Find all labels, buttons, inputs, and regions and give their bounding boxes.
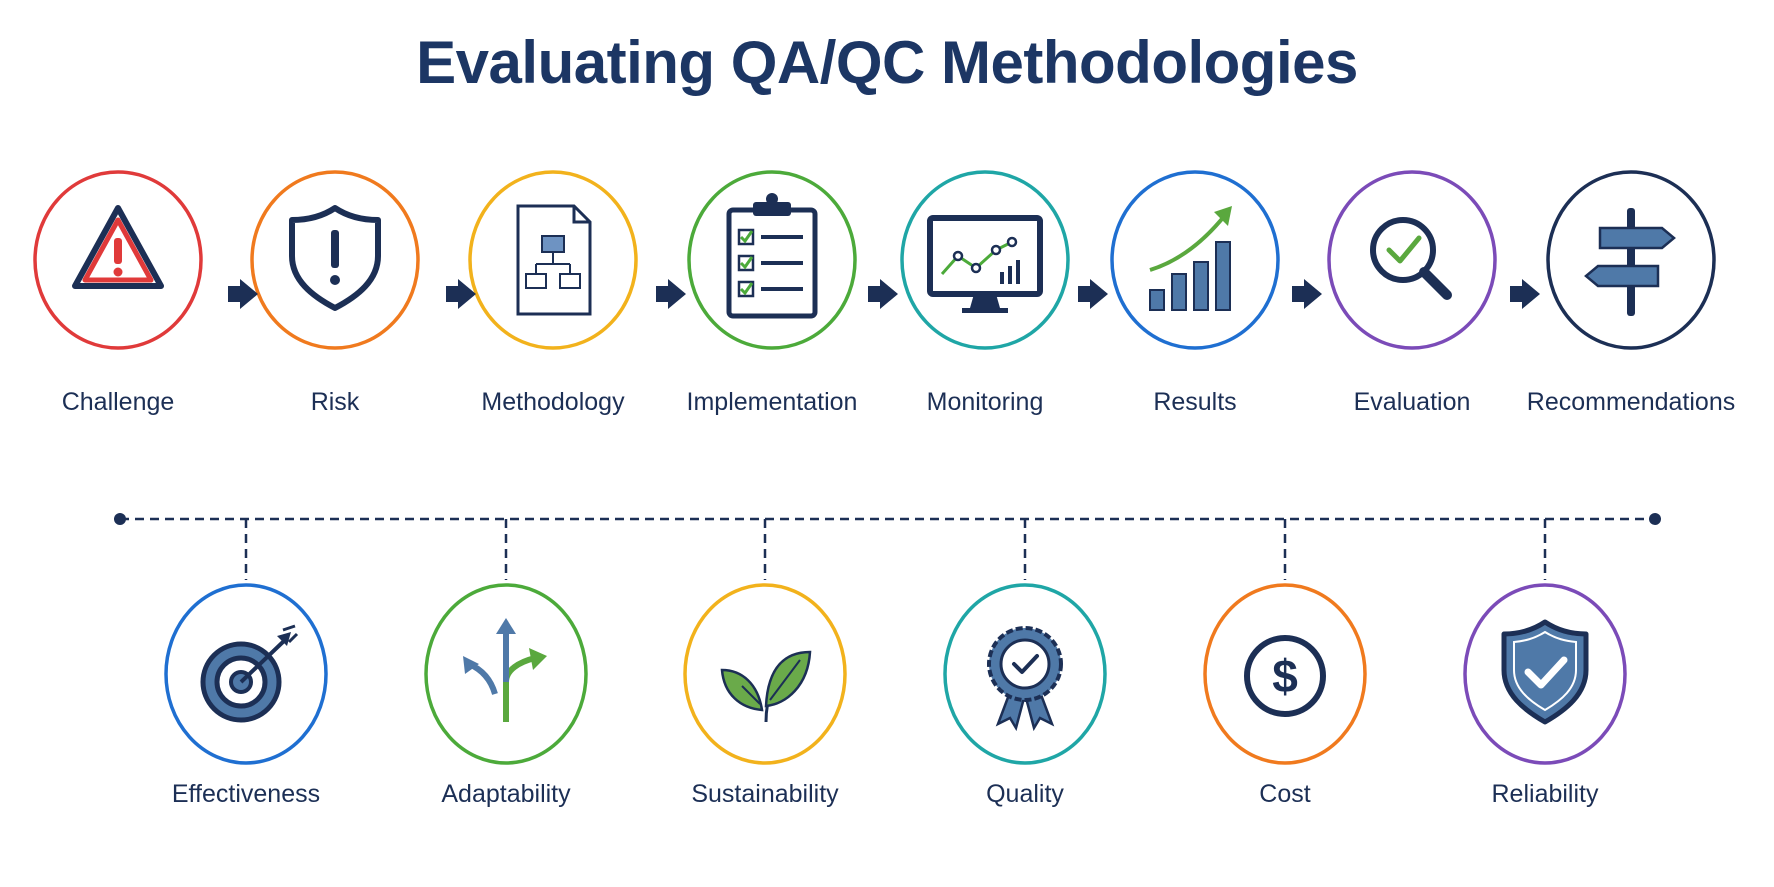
criteria-connector-rail	[114, 513, 1661, 580]
step-risk: Risk	[250, 168, 420, 416]
step-implementation: Implementation	[687, 168, 857, 416]
shield-check-icon	[1463, 583, 1627, 765]
branching-arrows-icon	[424, 583, 588, 765]
criterion-sustainability: Sustainability	[682, 582, 848, 808]
warning-triangle-icon	[33, 170, 203, 350]
criterion-label: Effectiveness	[171, 780, 321, 808]
criterion-label: Quality	[986, 780, 1064, 808]
award-badge-icon	[943, 583, 1107, 765]
criterion-effectiveness: Effectiveness	[163, 582, 329, 808]
signpost-icon	[1546, 170, 1716, 350]
bar-chart-growth-icon	[1110, 170, 1280, 350]
flowchart-document-icon	[468, 170, 638, 350]
criterion-adaptability: Adaptability	[423, 582, 589, 808]
shield-exclamation-icon	[250, 170, 420, 350]
step-label: Recommendations	[1526, 388, 1736, 416]
step-challenge: Challenge	[33, 168, 203, 416]
flow-arrow-icon	[868, 279, 898, 309]
step-label: Evaluation	[1353, 388, 1471, 416]
flow-arrow-icon	[1078, 279, 1108, 309]
flow-arrow-icon	[228, 279, 258, 309]
step-results: Results	[1110, 168, 1280, 416]
criterion-label: Cost	[1259, 780, 1311, 808]
dollar-coin-icon: $	[1203, 583, 1367, 765]
step-recommendations: Recommendations	[1527, 168, 1735, 416]
leaves-icon	[683, 583, 847, 765]
step-monitoring: Monitoring	[900, 168, 1070, 416]
criterion-label: Sustainability	[691, 780, 839, 808]
step-label: Risk	[310, 388, 360, 416]
criterion-reliability: Reliability	[1462, 582, 1628, 808]
flow-arrow-icon	[656, 279, 686, 309]
step-label: Challenge	[61, 388, 175, 416]
criterion-label: Adaptability	[441, 780, 571, 808]
step-label: Monitoring	[926, 388, 1044, 416]
flow-arrow-icon	[1510, 279, 1540, 309]
monitor-chart-icon	[900, 170, 1070, 350]
criterion-cost: $ Cost	[1202, 582, 1368, 808]
flow-arrow-icon	[1292, 279, 1322, 309]
clipboard-checklist-icon	[687, 170, 857, 350]
step-evaluation: Evaluation	[1327, 168, 1497, 416]
step-methodology: Methodology	[468, 168, 638, 416]
target-arrow-icon	[164, 583, 328, 765]
step-label: Results	[1153, 388, 1237, 416]
svg-text:$: $	[1272, 650, 1298, 702]
step-label: Implementation	[686, 388, 858, 416]
criterion-label: Reliability	[1491, 780, 1599, 808]
magnifier-check-icon	[1327, 170, 1497, 350]
step-label: Methodology	[481, 388, 625, 416]
criterion-quality: Quality	[942, 582, 1108, 808]
page-title: Evaluating QA/QC Methodologies	[416, 29, 1358, 96]
flow-arrow-icon	[446, 279, 476, 309]
